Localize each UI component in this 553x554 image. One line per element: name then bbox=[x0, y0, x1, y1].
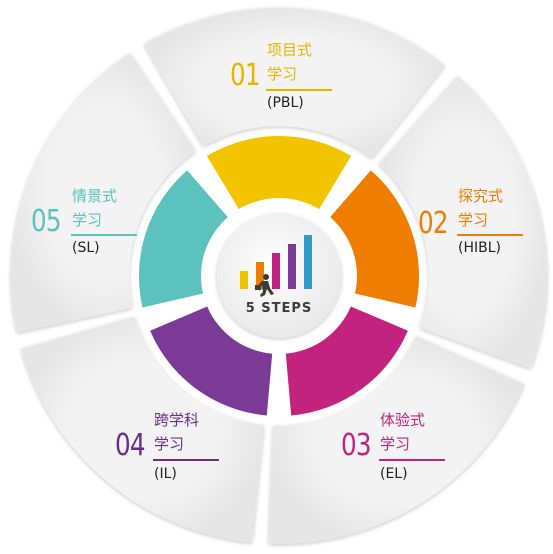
step-title-line1: 项目式 bbox=[267, 41, 313, 59]
outer-segment bbox=[268, 336, 525, 544]
outer-segment bbox=[21, 316, 264, 543]
step-title-line1: 跨学科 bbox=[154, 411, 200, 429]
outer-segment bbox=[144, 8, 445, 159]
center-hub bbox=[217, 214, 341, 338]
bar-chart-icon bbox=[240, 235, 312, 289]
step-number: 01 bbox=[230, 58, 260, 93]
person-icon bbox=[255, 274, 274, 297]
outer-segments bbox=[11, 8, 547, 544]
step-abbr: (PBL) bbox=[267, 95, 304, 111]
step-number: 05 bbox=[31, 204, 61, 239]
outer-segment bbox=[378, 76, 547, 369]
step-divider bbox=[457, 234, 523, 236]
ring-segment-step-03 bbox=[285, 306, 408, 416]
inner-color-ring bbox=[139, 136, 419, 416]
center-label: 5 STEPS bbox=[245, 301, 313, 316]
step-divider bbox=[153, 459, 219, 461]
ring-segment-step-04 bbox=[150, 306, 273, 416]
ring-segment-step-05 bbox=[139, 170, 228, 308]
outer-segment bbox=[11, 53, 196, 333]
step-abbr: (IL) bbox=[154, 466, 177, 482]
step-title-line2: 学习 bbox=[458, 211, 489, 229]
step-number: 04 bbox=[115, 428, 145, 463]
step-number: 02 bbox=[418, 206, 448, 241]
ring-segment-step-02 bbox=[330, 170, 419, 308]
step-title-line2: 学习 bbox=[380, 435, 411, 453]
step-divider bbox=[379, 459, 445, 461]
step-title-line1: 探究式 bbox=[458, 187, 504, 205]
step-abbr: (SL) bbox=[72, 240, 100, 256]
ring-segment-step-01 bbox=[206, 136, 352, 210]
step-divider bbox=[266, 89, 332, 91]
step-divider bbox=[71, 234, 137, 236]
step-title-line2: 学习 bbox=[72, 211, 103, 229]
step-abbr: (HIBL) bbox=[458, 240, 501, 256]
step-title-line2: 学习 bbox=[267, 65, 298, 83]
step-number: 03 bbox=[341, 428, 371, 463]
step-abbr: (EL) bbox=[380, 466, 408, 482]
step-title-line2: 学习 bbox=[154, 435, 185, 453]
step-title-line1: 体验式 bbox=[380, 411, 426, 429]
step-title-line1: 情景式 bbox=[72, 187, 118, 205]
